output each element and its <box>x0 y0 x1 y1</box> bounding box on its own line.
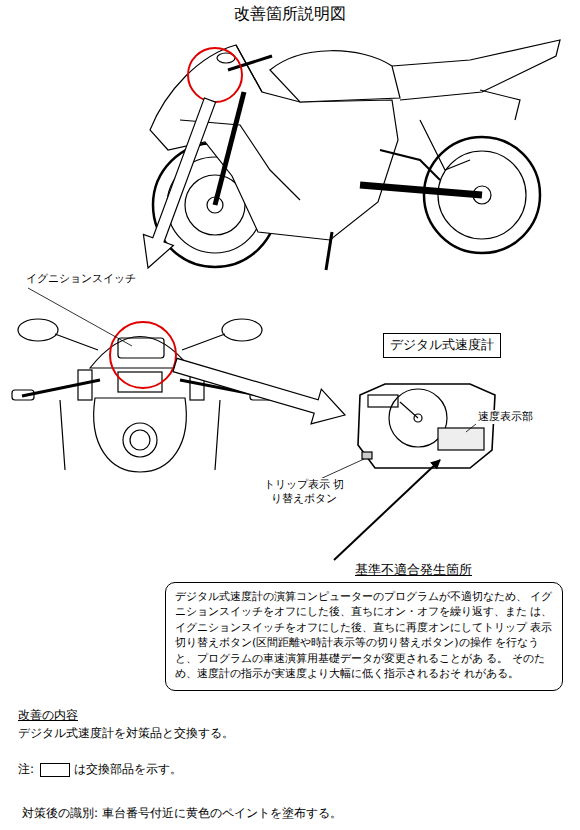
highlight-circle <box>188 48 242 102</box>
part-label: イグニションスイッチ <box>26 272 136 286</box>
title-box: デジタル式速度計 <box>383 333 501 358</box>
part-label: トリップ表示 切り替えボタン <box>262 478 346 507</box>
view-arrow <box>173 358 345 424</box>
leader-line <box>466 424 476 432</box>
speedometer <box>358 384 495 468</box>
pointer-arrow <box>334 460 440 560</box>
callout-heading: 基準不適合発生箇所 <box>353 561 474 579</box>
leader-line <box>318 459 364 480</box>
part-label: 速度表示部 <box>478 410 533 424</box>
note-text: デジタル式速度計を対策品と交換する。 <box>18 726 234 742</box>
motorcycle-front <box>12 319 272 472</box>
motorcycle-side <box>150 40 560 270</box>
legend-text: は交換部品を示す。 <box>74 762 182 778</box>
callout-body: デジタル式速度計の演算コンピューターのプログラムが不適切なため、 イグニションス… <box>166 583 562 687</box>
note-text: 対策後の識別: 車台番号付近に黄色のペイントを塗布する。 <box>22 806 342 822</box>
legend-swatch <box>40 763 70 777</box>
box-label: デジタル式速度計 <box>390 337 494 354</box>
callout-box: 基準不適合発生箇所デジタル式速度計の演算コンピューターのプログラムが不適切なため… <box>165 582 563 691</box>
highlight-circle <box>110 322 176 388</box>
note-text: 注: <box>18 762 34 778</box>
diagram-title: 改善箇所説明図 <box>0 4 580 25</box>
view-arrow <box>143 98 215 268</box>
leader-line <box>28 288 132 346</box>
section-heading: 改善の内容 <box>18 708 78 724</box>
